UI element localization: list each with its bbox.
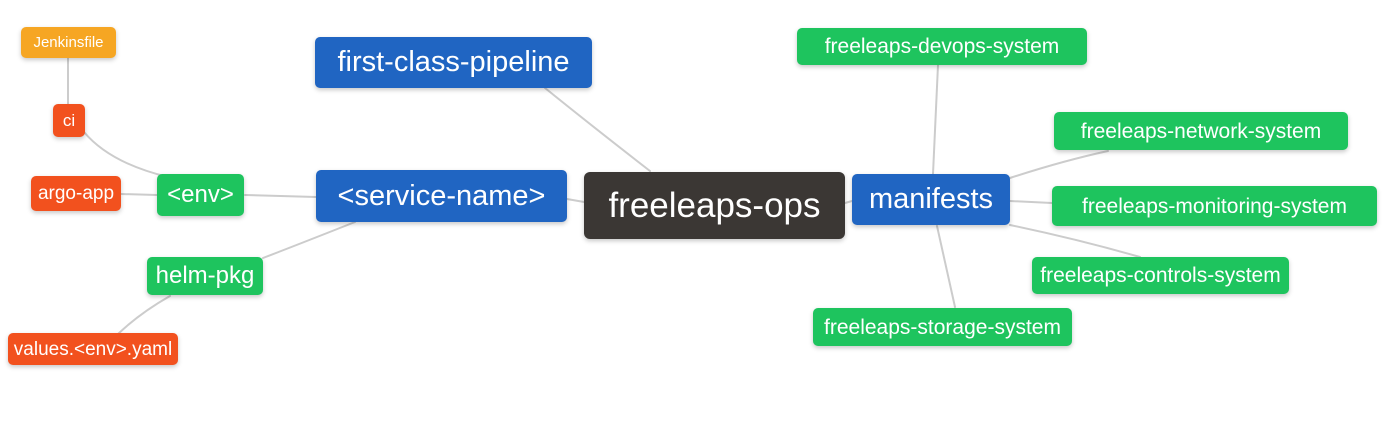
edge-ci-env [83,131,169,178]
node-label: freeleaps-storage-system [824,315,1061,339]
node-freeleaps-monitoring-system[interactable]: freeleaps-monitoring-system [1052,186,1377,226]
node-freeleaps-ops[interactable]: freeleaps-ops [584,172,845,239]
node-argo-app[interactable]: argo-app [31,176,121,211]
node-service-name[interactable]: <service-name> [316,170,567,222]
node-values-env-yaml[interactable]: values.<env>.yaml [8,333,178,365]
node-freeleaps-controls-system[interactable]: freeleaps-controls-system [1032,257,1289,294]
node-label: argo-app [37,183,115,204]
node-label: freeleaps-controls-system [1040,264,1281,287]
node-freeleaps-network-system[interactable]: freeleaps-network-system [1054,112,1348,150]
node-label: freeleaps-ops [608,186,821,225]
edge-manifests-devops-system [932,64,939,175]
node-label: freeleaps-devops-system [824,35,1060,58]
edge-manifests-controls-system [1009,224,1141,258]
node-first-class-pipeline[interactable]: first-class-pipeline [315,37,592,88]
edge-first-class-pipeline-freeleaps-ops [544,87,651,172]
node-freeleaps-devops-system[interactable]: freeleaps-devops-system [797,28,1087,65]
edge-env-service-name [244,194,317,198]
node-env[interactable]: <env> [157,174,244,216]
node-label: freeleaps-network-system [1080,119,1322,143]
node-freeleaps-storage-system[interactable]: freeleaps-storage-system [813,308,1072,346]
node-label: first-class-pipeline [337,46,570,78]
node-label: helm-pkg [155,262,255,289]
node-label: Jenkinsfile [33,34,104,51]
node-label: <service-name> [337,179,546,212]
edge-helm-pkg-values-yaml [117,295,171,335]
edge-service-name-freeleaps-ops [566,198,585,203]
edge-manifests-monitoring-system [1009,200,1053,204]
edge-manifests-network-system [1009,150,1109,179]
node-label: freeleaps-monitoring-system [1082,194,1347,218]
node-label: ci [62,111,76,130]
edge-freeleaps-ops-manifests [844,200,853,204]
node-label: manifests [868,183,994,215]
node-label: values.<env>.yaml [13,338,173,360]
node-manifests[interactable]: manifests [852,174,1010,225]
node-ci[interactable]: ci [53,104,85,137]
node-jenkinsfile[interactable]: Jenkinsfile [21,27,116,58]
edge-manifests-storage-system [936,225,956,308]
edge-service-name-helm-pkg [262,221,356,259]
node-label: <env> [167,181,234,208]
node-helm-pkg[interactable]: helm-pkg [147,257,263,295]
edge-argo-app-env [120,193,158,196]
